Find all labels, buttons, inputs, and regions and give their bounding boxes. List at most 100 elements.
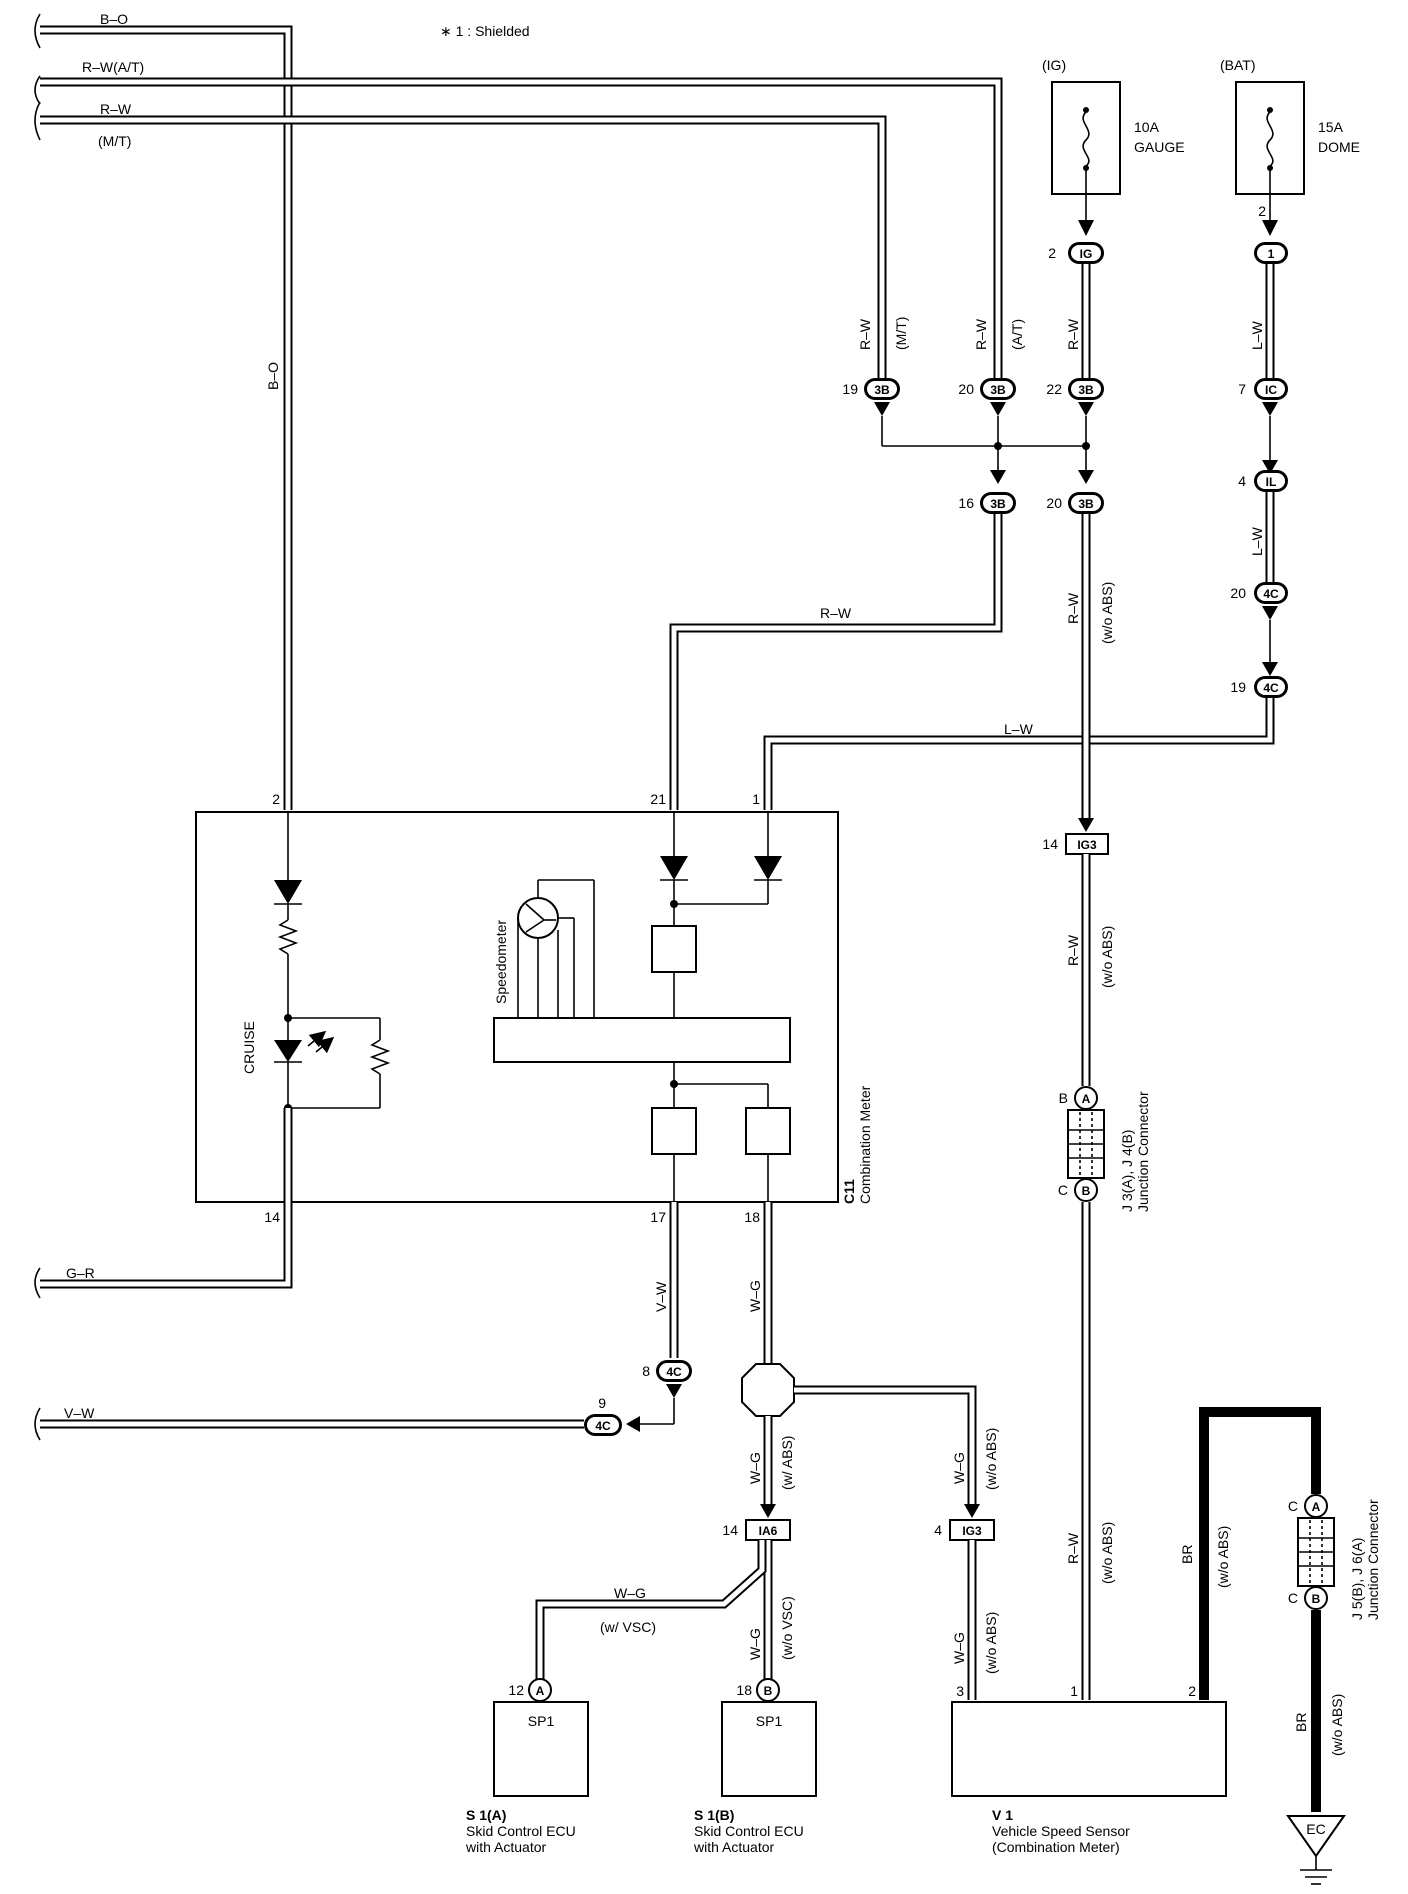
connector-ig3-14: IG3 14 xyxy=(1042,833,1109,855)
ground-ec: EC xyxy=(1286,1815,1346,1885)
svg-text:12: 12 xyxy=(508,1682,524,1698)
svg-text:EC: EC xyxy=(1306,1821,1325,1837)
junction-j5-j6-code: J 5(B), J 6(A) xyxy=(1349,1538,1365,1620)
label-wg-abs: W–G xyxy=(747,1452,763,1484)
fuse-bat-name: DOME xyxy=(1318,139,1360,155)
svg-text:2: 2 xyxy=(1048,245,1056,261)
svg-text:4C: 4C xyxy=(1263,587,1279,601)
fuse-ig-rating: 10A xyxy=(1134,119,1160,135)
label-wg-vsc: W–G xyxy=(614,1585,646,1601)
svg-text:A: A xyxy=(1082,1092,1091,1106)
junction-j3-j4: A B B C xyxy=(1058,1086,1105,1202)
label-g-r: G–R xyxy=(66,1265,95,1281)
connector-3b-20b: 3B 20 xyxy=(1046,492,1104,514)
s1a-line1: Skid Control ECU xyxy=(466,1823,576,1839)
wire-r-w-at xyxy=(40,77,1003,378)
svg-text:C: C xyxy=(1288,1590,1298,1606)
meter-diodes xyxy=(651,812,791,1202)
connector-3b-19: 3B 19 xyxy=(842,378,900,400)
svg-text:C: C xyxy=(1058,1182,1068,1198)
component-v1 xyxy=(951,1701,1227,1797)
connector-il: IL 4 xyxy=(1238,470,1288,492)
label-rw-wo-abs-3: R–W xyxy=(1065,1532,1081,1564)
svg-text:4C: 4C xyxy=(1263,681,1279,695)
meter-bus-bar xyxy=(493,1017,791,1063)
svg-text:3B: 3B xyxy=(1078,383,1094,397)
wire-lw-1 xyxy=(763,698,1275,810)
wire-wg-ig3-4 xyxy=(794,1385,977,1506)
connector-4c-19: 4C 19 xyxy=(1230,676,1288,698)
s1b-line1: Skid Control ECU xyxy=(694,1823,804,1839)
svg-text:B: B xyxy=(1312,1592,1321,1606)
svg-text:19: 19 xyxy=(842,381,858,397)
svg-text:(BAT): (BAT) xyxy=(1220,57,1256,73)
s1a-id: S 1(A) xyxy=(466,1807,506,1823)
meter-pin-21: 21 xyxy=(650,791,666,807)
label-w-abs: (w/ ABS) xyxy=(779,1436,795,1490)
svg-text:3B: 3B xyxy=(1078,497,1094,511)
wire-br-1 xyxy=(1199,1407,1321,1700)
label-b-o-vert: B–O xyxy=(265,362,281,390)
svg-text:20: 20 xyxy=(958,381,974,397)
label-wg-wovsc: W–G xyxy=(747,1628,763,1660)
label-b-o-top: B–O xyxy=(100,11,128,27)
connector-ia6: IA6 14 xyxy=(722,1519,791,1541)
svg-text:7: 7 xyxy=(1238,381,1246,397)
meter-pin-18: 18 xyxy=(744,1209,760,1225)
v1-pin2: 2 xyxy=(1188,1683,1196,1699)
combination-meter xyxy=(195,811,839,1203)
label-w-vsc: (w/ VSC) xyxy=(600,1619,656,1635)
svg-text:B: B xyxy=(1082,1184,1091,1198)
wire-rw-21 xyxy=(669,514,1003,810)
svg-text:19: 19 xyxy=(1230,679,1246,695)
connector-3b-20: 3B 20 xyxy=(958,378,1016,400)
v1-pin3: 3 xyxy=(956,1683,964,1699)
label-wo-abs-5: (w/o ABS) xyxy=(983,1612,999,1674)
label-lw-1: L–W xyxy=(1249,320,1265,350)
label-wg-18: W–G xyxy=(747,1280,763,1312)
svg-text:9: 9 xyxy=(598,1395,606,1411)
junction-j3-j4-name: Junction Connector xyxy=(1135,1091,1151,1212)
fuse-ig-name: GAUGE xyxy=(1134,139,1185,155)
connector-1: 1 2 xyxy=(1254,203,1288,264)
connector-ig3-4: IG3 4 xyxy=(934,1519,995,1541)
cruise-circuit xyxy=(274,812,391,1112)
svg-text:SP1: SP1 xyxy=(756,1713,783,1729)
junction-j5-j6: A C B C xyxy=(1288,1494,1335,1610)
wire-g-r xyxy=(40,1108,293,1289)
svg-text:14: 14 xyxy=(1042,836,1058,852)
meter-pin-14: 14 xyxy=(264,1209,280,1225)
svg-text:3B: 3B xyxy=(874,383,890,397)
v1-line2: (Combination Meter) xyxy=(992,1839,1120,1855)
svg-text:14: 14 xyxy=(722,1522,738,1538)
svg-text:2: 2 xyxy=(1258,203,1266,219)
label-mt: (M/T) xyxy=(893,317,909,350)
label-wo-abs-4: (w/o ABS) xyxy=(983,1428,999,1490)
junction-j5-j6-name: Junction Connector xyxy=(1365,1499,1381,1620)
label-wo-abs-2: (w/o ABS) xyxy=(1099,926,1115,988)
component-s1a: A 12 SP1 xyxy=(493,1678,589,1797)
svg-text:IA6: IA6 xyxy=(759,1524,778,1538)
svg-text:4: 4 xyxy=(934,1522,942,1538)
meter-pin-2: 2 xyxy=(272,791,280,807)
label-wo-abs-1: (w/o ABS) xyxy=(1099,582,1115,644)
cruise-label: CRUISE xyxy=(241,1021,257,1074)
label-rw-mt: R–W xyxy=(857,318,873,350)
fuse-bat-rating: 15A xyxy=(1318,119,1344,135)
connector-ic: IC 7 xyxy=(1238,378,1288,400)
svg-text:22: 22 xyxy=(1046,381,1062,397)
label-rw-wo-abs-1: R–W xyxy=(1065,592,1081,624)
label-lw-2: L–W xyxy=(1249,526,1265,556)
label-br-1: BR xyxy=(1179,1545,1195,1564)
label-wo-abs-6: (w/o ABS) xyxy=(1215,1526,1231,1588)
svg-text:1: 1 xyxy=(1268,247,1275,261)
label-lw-horiz: L–W xyxy=(1004,721,1034,737)
svg-text:B: B xyxy=(764,1684,773,1698)
label-wg-wo-abs: W–G xyxy=(951,1452,967,1484)
svg-text:IG3: IG3 xyxy=(1077,838,1097,852)
fuse-ig: (IG) xyxy=(1042,57,1121,222)
meter-name: Combination Meter xyxy=(857,1085,873,1204)
bridge-3b xyxy=(874,402,1094,484)
label-rw-wo-abs-2: R–W xyxy=(1065,934,1081,966)
connector-ig: IG 2 xyxy=(1048,242,1104,264)
